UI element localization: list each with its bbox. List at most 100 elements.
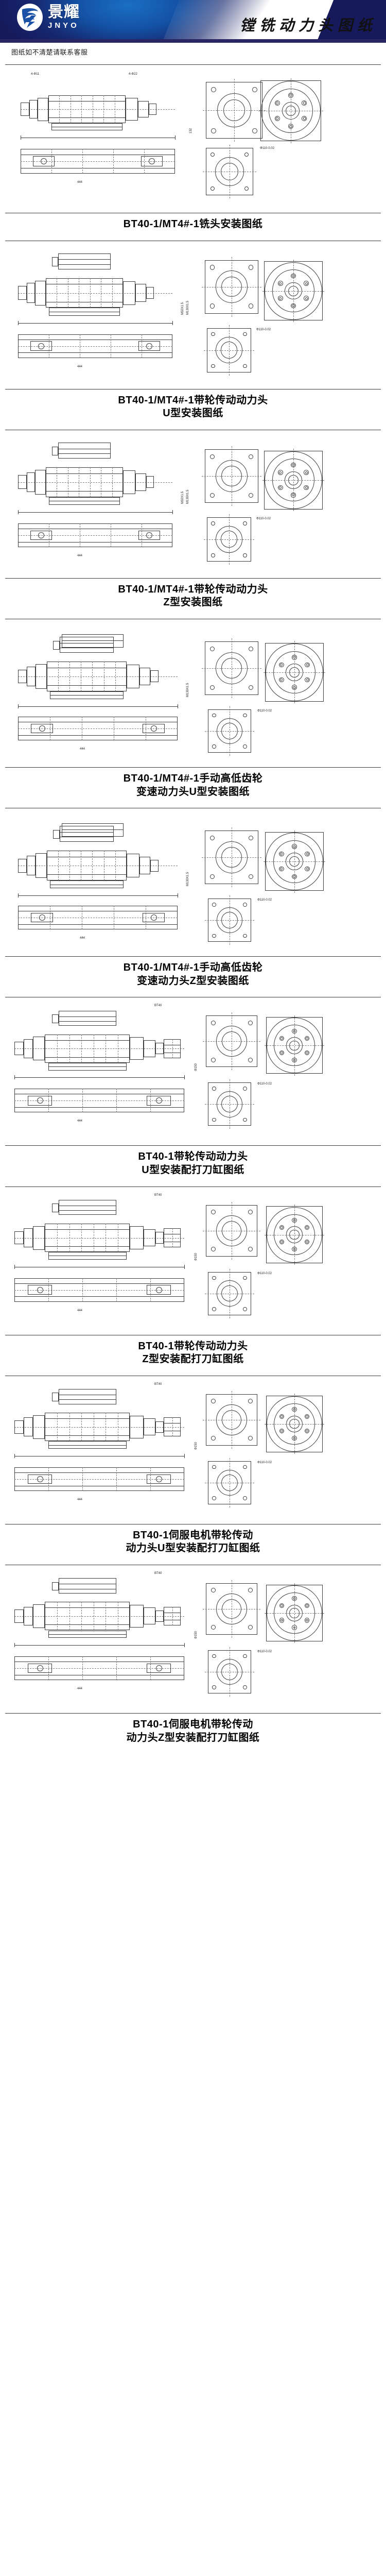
cad-rect <box>36 664 47 689</box>
cad-line-h <box>62 640 124 641</box>
cad-circle <box>285 282 302 300</box>
cad-line-h <box>62 829 124 831</box>
cad-circle <box>209 646 215 652</box>
cad-line-h <box>18 512 172 513</box>
cad-circle <box>293 1437 296 1440</box>
cad-line-v <box>69 1413 70 1442</box>
cad-line-h <box>264 1423 325 1425</box>
cad-circle <box>305 662 310 668</box>
cad-circle <box>306 853 309 856</box>
cad-circle <box>212 1465 216 1469</box>
section-caption: BT40-1伺服电机带轮传动动力头U型安装配打刀缸图纸 <box>0 1526 386 1561</box>
cad-circle <box>276 117 279 120</box>
cad-circle <box>279 866 284 872</box>
caption-line: BT40-1伺服电机带轮传动 <box>133 1718 253 1730</box>
cad-line-v <box>294 1583 295 1643</box>
cad-dimension-text: 444 <box>77 1120 83 1123</box>
cad-rect <box>33 1226 45 1250</box>
cad-rect <box>146 287 154 299</box>
cad-circle <box>289 1418 300 1429</box>
cad-circle <box>305 1604 308 1607</box>
cad-circle <box>292 655 297 660</box>
cad-rect <box>155 1610 164 1622</box>
cad-circle <box>304 281 309 286</box>
cad-circle <box>286 664 303 681</box>
cad-rect <box>38 97 48 121</box>
cad-line-h <box>58 1021 116 1022</box>
cad-rect <box>266 1395 323 1452</box>
cad-circle <box>286 1226 303 1243</box>
cad-dimension-text: M32X1.5 <box>181 302 184 315</box>
cad-circle <box>279 1239 285 1245</box>
cad-circle <box>248 1625 253 1630</box>
cad-circle <box>248 454 254 460</box>
cad-line-v <box>58 851 59 880</box>
cad-rect <box>24 1039 33 1058</box>
cad-circle <box>280 1415 284 1418</box>
caption-line: U型安装配打刀缸图纸 <box>142 1164 244 1176</box>
cad-circle <box>39 914 45 921</box>
cad-line-h <box>48 1634 127 1635</box>
cad-dimension-text: BT40 <box>154 1193 162 1197</box>
cad-line-v <box>90 467 91 497</box>
cad-circle <box>293 686 296 689</box>
cad-line-v <box>116 1089 117 1113</box>
cad-line-v <box>81 1602 82 1631</box>
cad-circle <box>280 1604 284 1607</box>
cad-circle <box>39 725 45 732</box>
cad-rect <box>27 666 36 687</box>
cad-line-v <box>172 1606 173 1626</box>
cad-circle <box>280 868 283 871</box>
cad-line-v <box>293 260 294 323</box>
cad-rect <box>58 1578 116 1594</box>
section-caption: BT40-1/MT4#-1手动高低齿轮变速动力头U型安装图纸 <box>0 769 386 804</box>
cad-line-h <box>46 685 127 686</box>
cad-circle <box>305 1051 308 1054</box>
caption-line: BT40-1伺服电机带轮传动 <box>133 1529 253 1541</box>
cad-circle <box>274 1592 315 1634</box>
cad-circle <box>279 1429 285 1434</box>
cad-circle <box>210 1399 216 1404</box>
cad-circle <box>305 1619 308 1622</box>
cad-rect <box>139 667 151 686</box>
cad-circle <box>293 1219 296 1222</box>
cad-circle <box>243 713 247 718</box>
brand-logo: 景耀 JNYO <box>15 2 80 32</box>
cad-circle <box>38 532 44 538</box>
cad-circle <box>248 1588 253 1593</box>
cad-line-h <box>14 1668 184 1669</box>
cad-circle <box>305 677 310 683</box>
cad-circle <box>221 466 242 486</box>
cad-circle <box>280 1037 284 1040</box>
cad-line-h <box>14 1077 184 1078</box>
cad-circle <box>212 934 216 938</box>
cad-line-v <box>150 1089 151 1113</box>
cad-circle <box>220 162 239 181</box>
cad-circle <box>155 1097 162 1104</box>
cad-circle <box>302 116 307 121</box>
cad-circle <box>216 718 243 744</box>
cad-rect <box>18 669 27 684</box>
cad-line-h <box>46 491 123 492</box>
cad-line-h <box>14 1048 184 1049</box>
cad-line-h <box>14 1296 184 1297</box>
cad-line-v <box>82 1278 83 1302</box>
cad-dimension-text: Φ110-0.02 <box>257 1461 272 1464</box>
cad-circle <box>280 663 283 666</box>
cad-circle <box>37 1476 43 1482</box>
cad-circle <box>279 471 282 474</box>
cad-line-h <box>45 1607 130 1608</box>
cad-rect <box>33 1604 45 1628</box>
cad-dimension-text: 444 <box>77 554 83 557</box>
cad-dimension-text: Φ110-0.02 <box>257 1082 272 1086</box>
cad-line-v <box>293 449 294 512</box>
cad-line-v <box>90 278 91 308</box>
cad-circle <box>243 903 247 907</box>
cad-rect <box>58 442 111 459</box>
